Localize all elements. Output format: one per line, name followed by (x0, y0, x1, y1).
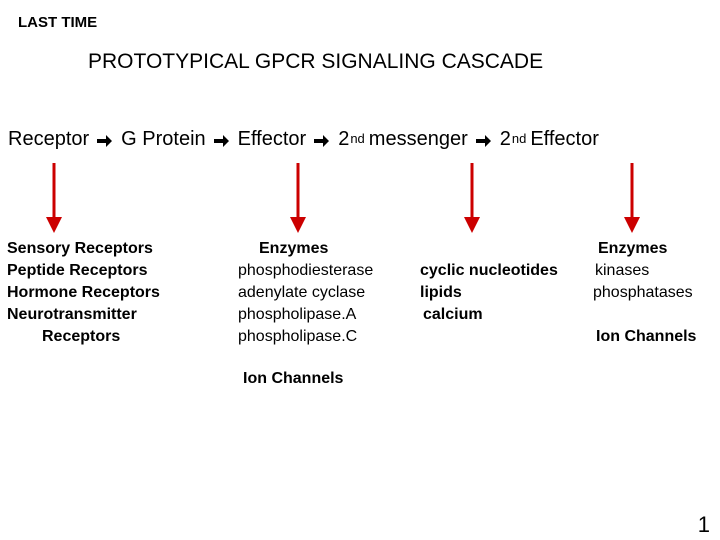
list-item: lipids (420, 284, 462, 301)
cascade-step-sup: nd (350, 131, 365, 146)
cascade-step-g-protein: G Protein (121, 128, 205, 151)
cascade-step-label: Effector (237, 128, 307, 150)
list-item: Sensory Receptors (7, 240, 153, 257)
cascade-step-receptor: Receptor (8, 128, 89, 151)
cascade-step-sup: nd (511, 131, 527, 146)
list-item: kinases (595, 262, 650, 279)
list-item: Neurotransmitter (7, 306, 137, 323)
right-arrow-icon (213, 134, 230, 148)
down-arrow-icon (290, 163, 306, 233)
cascade-step-label: Receptor (8, 128, 90, 150)
cascade-step-number: 2 (338, 128, 350, 150)
cascade-step-rest: messenger (368, 128, 468, 150)
list-item: calcium (423, 306, 483, 323)
down-arrow-icon (46, 163, 62, 233)
list-item: Hormone Receptors (7, 284, 160, 301)
list-item: phospholipase.A (238, 306, 357, 323)
effectors-ion-channels: Ion Channels (243, 370, 344, 387)
messengers-list: cyclic nucleotides lipids calcium (420, 260, 558, 326)
list-item: phospholipase.C (238, 328, 358, 345)
second-effectors-heading: Enzymes (598, 240, 668, 257)
cascade-step-number: 2 (499, 128, 511, 150)
receptors-list: Sensory Receptors Peptide Receptors Horm… (7, 238, 160, 348)
down-arrow-icon (464, 163, 480, 233)
list-item: adenylate cyclase (238, 284, 366, 301)
page-number: 1 (697, 512, 710, 537)
cascade-step-rest: Effector (530, 128, 599, 150)
slide-kicker: LAST TIME (18, 14, 98, 31)
slide-title: PROTOTYPICAL GPCR SIGNALING CASCADE (88, 50, 544, 73)
list-item: phosphodiesterase (238, 262, 374, 279)
list-item: cyclic nucleotides (420, 262, 558, 279)
list-item: Peptide Receptors (7, 262, 148, 279)
effectors-list: Enzymes phosphodiesterase adenylate cycl… (238, 238, 373, 348)
list-item: Receptors (42, 328, 121, 345)
list-item: phosphatases (593, 284, 693, 301)
right-arrow-icon (97, 134, 113, 148)
cascade-step-label: G Protein (121, 128, 206, 150)
effectors-heading: Enzymes (259, 240, 329, 257)
second-effectors-ion-channels: Ion Channels (596, 328, 697, 345)
cascade-step-effector: Effector (238, 128, 307, 151)
right-arrow-icon (314, 134, 330, 148)
down-arrow-icon (624, 163, 640, 233)
right-arrow-icon (475, 134, 492, 148)
